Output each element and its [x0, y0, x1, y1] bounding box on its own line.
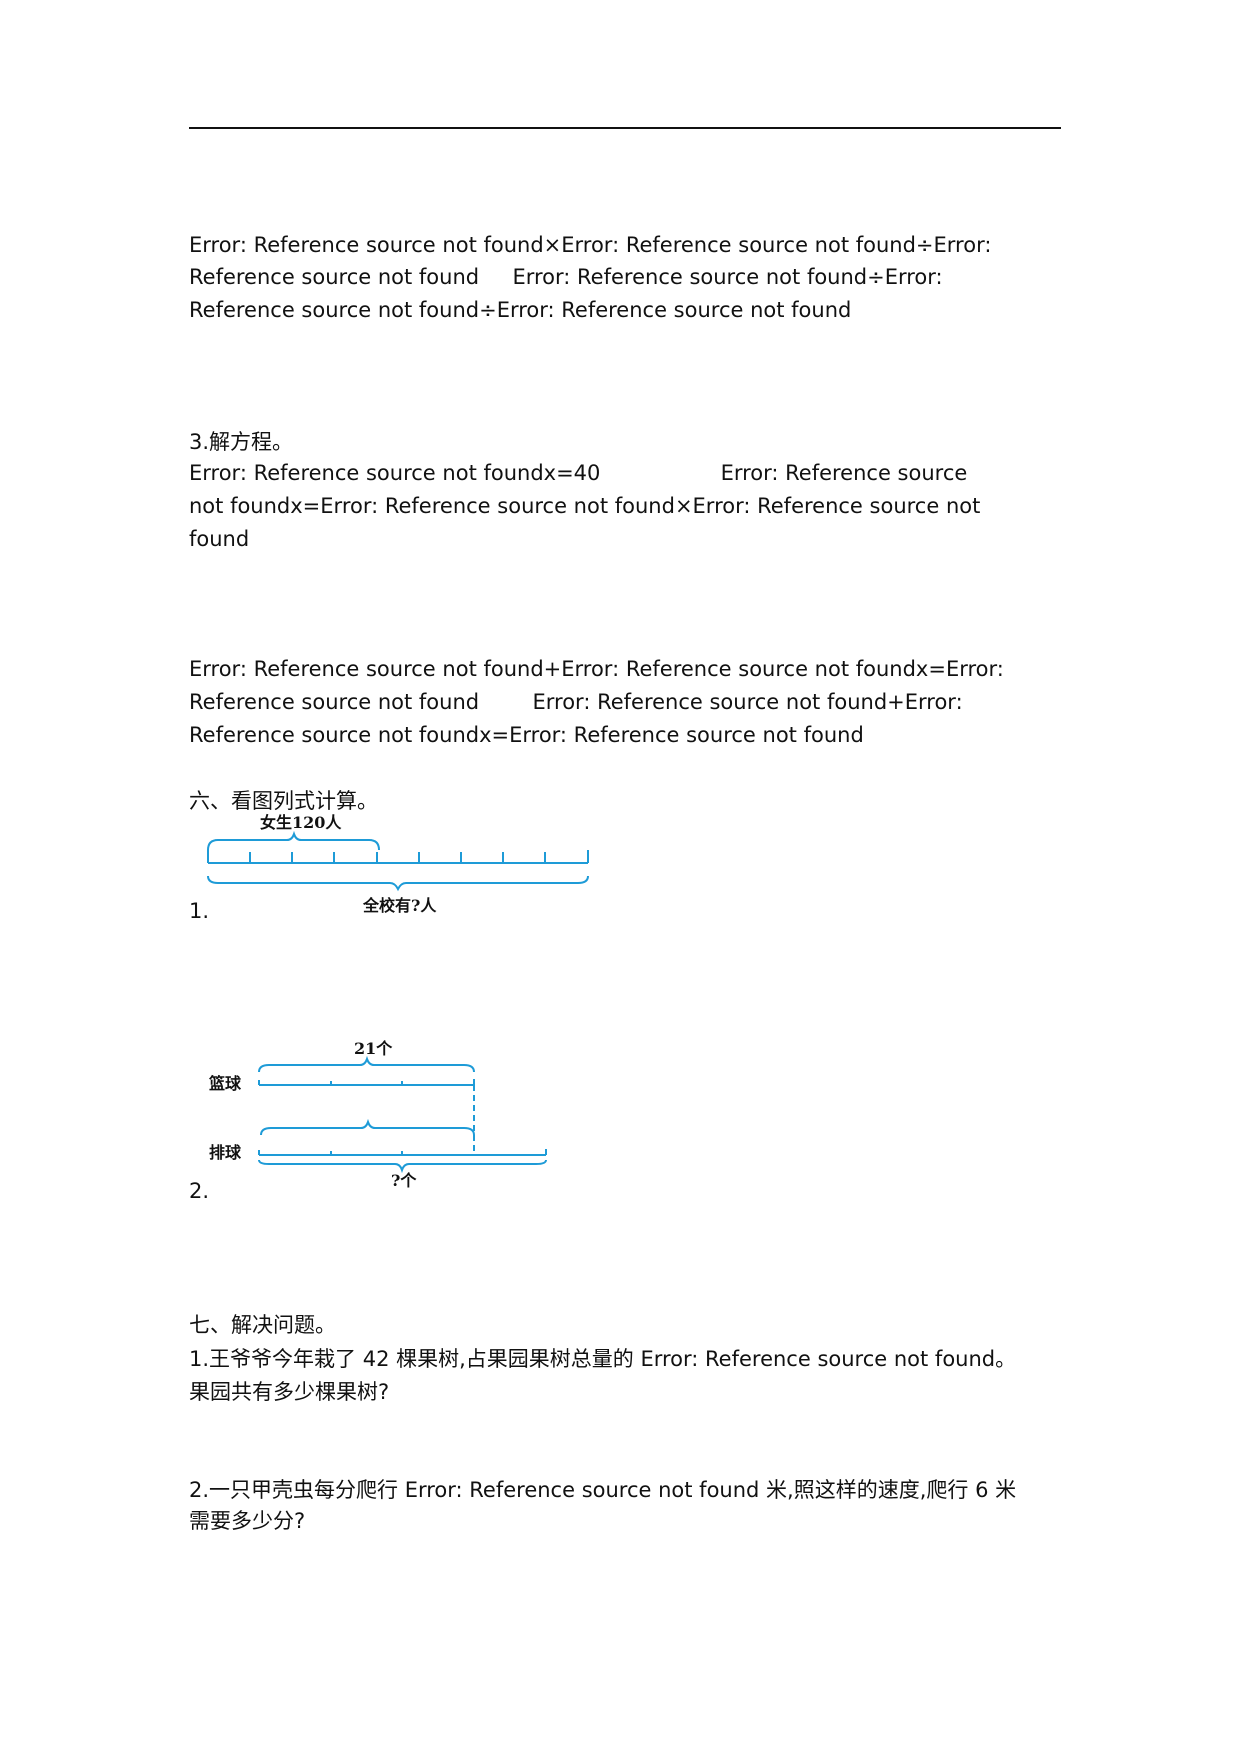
question-number: 1.	[189, 899, 209, 923]
equation-line: Error: Reference source not found+Error:…	[189, 657, 1004, 681]
problem-line: 1.王爷爷今年栽了 42 棵果树,占果园果树总量的 Error: Referen…	[189, 1347, 1017, 1371]
section-7-heading: 七、解决问题。	[189, 1313, 336, 1337]
section-6-heading: 六、看图列式计算。	[189, 789, 378, 813]
section-3-heading: 3.解方程。	[189, 430, 294, 454]
problem-line: 需要多少分?	[189, 1509, 306, 1533]
bottom-brace	[207, 875, 589, 892]
equation-line: Reference source not foundx=Error: Refer…	[189, 723, 864, 747]
expression-line: Reference source not found Error: Refere…	[189, 265, 943, 289]
header-rule	[189, 127, 1061, 129]
volleyball-line	[258, 1149, 547, 1156]
basketball-label: 篮球	[208, 1074, 242, 1093]
total-brace	[258, 1159, 547, 1174]
total-label: 全校有?人	[362, 896, 437, 915]
volleyball-brace	[260, 1118, 475, 1136]
expression-line: Reference source not found÷Error: Refere…	[189, 298, 852, 322]
expression-line: Error: Reference source not found×Error:…	[189, 233, 992, 257]
basketball-count: 21个	[354, 1039, 393, 1058]
basketball-brace	[258, 1055, 475, 1073]
top-brace	[207, 830, 380, 851]
basketball-line	[258, 1079, 475, 1086]
diagram-1	[207, 830, 589, 892]
volleyball-label: 排球	[209, 1143, 242, 1162]
ruler-ticks	[207, 850, 589, 863]
diagram-2	[258, 1055, 547, 1174]
total-count-label: ?个	[391, 1171, 417, 1190]
question-number: 2.	[189, 1179, 209, 1203]
problem-line: 2.一只甲壳虫每分爬行 Error: Reference source not …	[189, 1478, 1017, 1502]
equation-line: Error: Reference source not foundx=40 Er…	[189, 461, 968, 485]
problem-line: 果园共有多少棵果树?	[189, 1380, 390, 1404]
girls-label: 女生120人	[260, 813, 342, 832]
equation-line: Reference source not found Error: Refere…	[189, 690, 963, 714]
equation-line: found	[189, 527, 250, 551]
equation-line: not foundx=Error: Reference source not f…	[189, 494, 981, 518]
